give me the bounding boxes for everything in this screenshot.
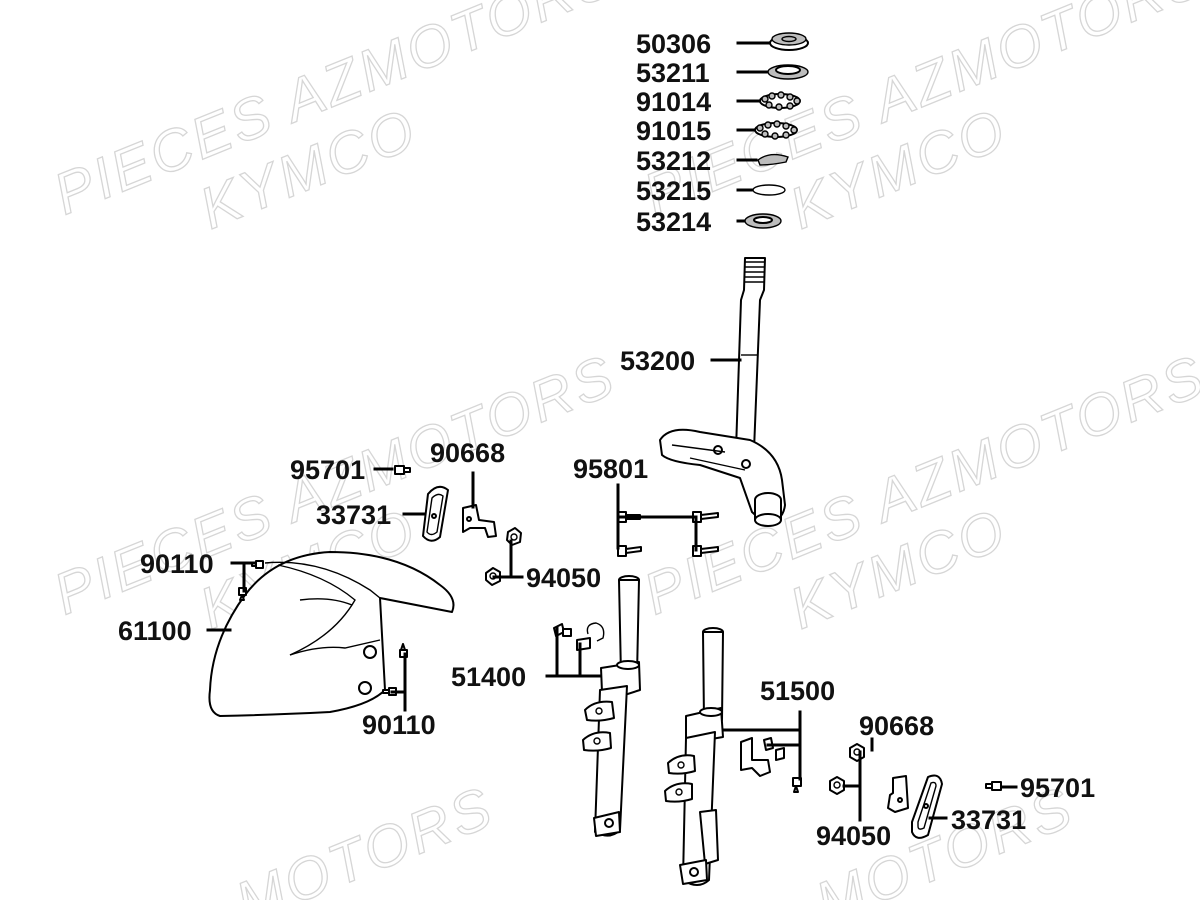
part-label-90110-top[interactable]: 90110 [140,549,214,579]
part-label-94050-left[interactable]: 94050 [526,563,601,593]
pinch-bolts-part[interactable] [617,511,719,557]
part-label-61100[interactable]: 61100 [118,616,192,646]
right-fork-leg-part[interactable] [664,627,802,886]
part-label-90668-left[interactable]: 90668 [430,438,505,468]
part-label-53212[interactable]: 53212 [636,146,711,176]
part-label-95801[interactable]: 95801 [573,454,648,484]
top-nut-part[interactable] [769,32,809,51]
ball-bearing-upper-part[interactable] [759,91,801,111]
bearing-cone-part[interactable] [757,153,789,166]
part-label-91014[interactable]: 91014 [636,87,711,117]
part-label-33731-right[interactable]: 33731 [951,805,1026,835]
part-label-53200[interactable]: 53200 [620,346,695,376]
part-label-90668-right[interactable]: 90668 [859,711,934,741]
reflector-part[interactable] [911,774,943,839]
o-ring-part[interactable] [752,184,786,196]
reflector-screw-part[interactable] [394,465,411,475]
reflector-part[interactable] [422,485,449,542]
reflector-bracket-part[interactable] [887,775,909,813]
reflector-bracket-part[interactable] [462,504,497,538]
part-label-53215[interactable]: 53215 [636,176,711,206]
part-label-91015[interactable]: 91015 [636,116,711,146]
lower-race-part[interactable] [744,213,782,229]
left-fork-leg-part[interactable] [553,575,641,837]
part-label-94050-right[interactable]: 94050 [816,821,891,851]
leader-lines [206,41,1018,822]
part-label-50306[interactable]: 50306 [636,29,711,59]
part-label-51400[interactable]: 51400 [451,662,526,692]
part-label-95701-right[interactable]: 95701 [1020,773,1095,803]
part-label-53214[interactable]: 53214 [636,207,711,237]
part-label-33731-left[interactable]: 33731 [316,500,391,530]
part-number-labels: 50306 53211 91014 91015 53212 53215 5321… [118,29,1095,851]
watermark-text: MOTORS [227,774,503,900]
flange-nut-part[interactable] [485,527,522,586]
part-label-95701-left[interactable]: 95701 [290,455,365,485]
steering-stem-part[interactable] [659,257,786,527]
upper-race-part[interactable] [767,64,809,80]
left-reflector-group [394,465,522,586]
part-label-51500[interactable]: 51500 [760,676,835,706]
part-label-53211[interactable]: 53211 [636,58,710,88]
part-label-90110-bottom[interactable]: 90110 [362,710,436,740]
reflector-screw-part[interactable] [985,781,1002,791]
